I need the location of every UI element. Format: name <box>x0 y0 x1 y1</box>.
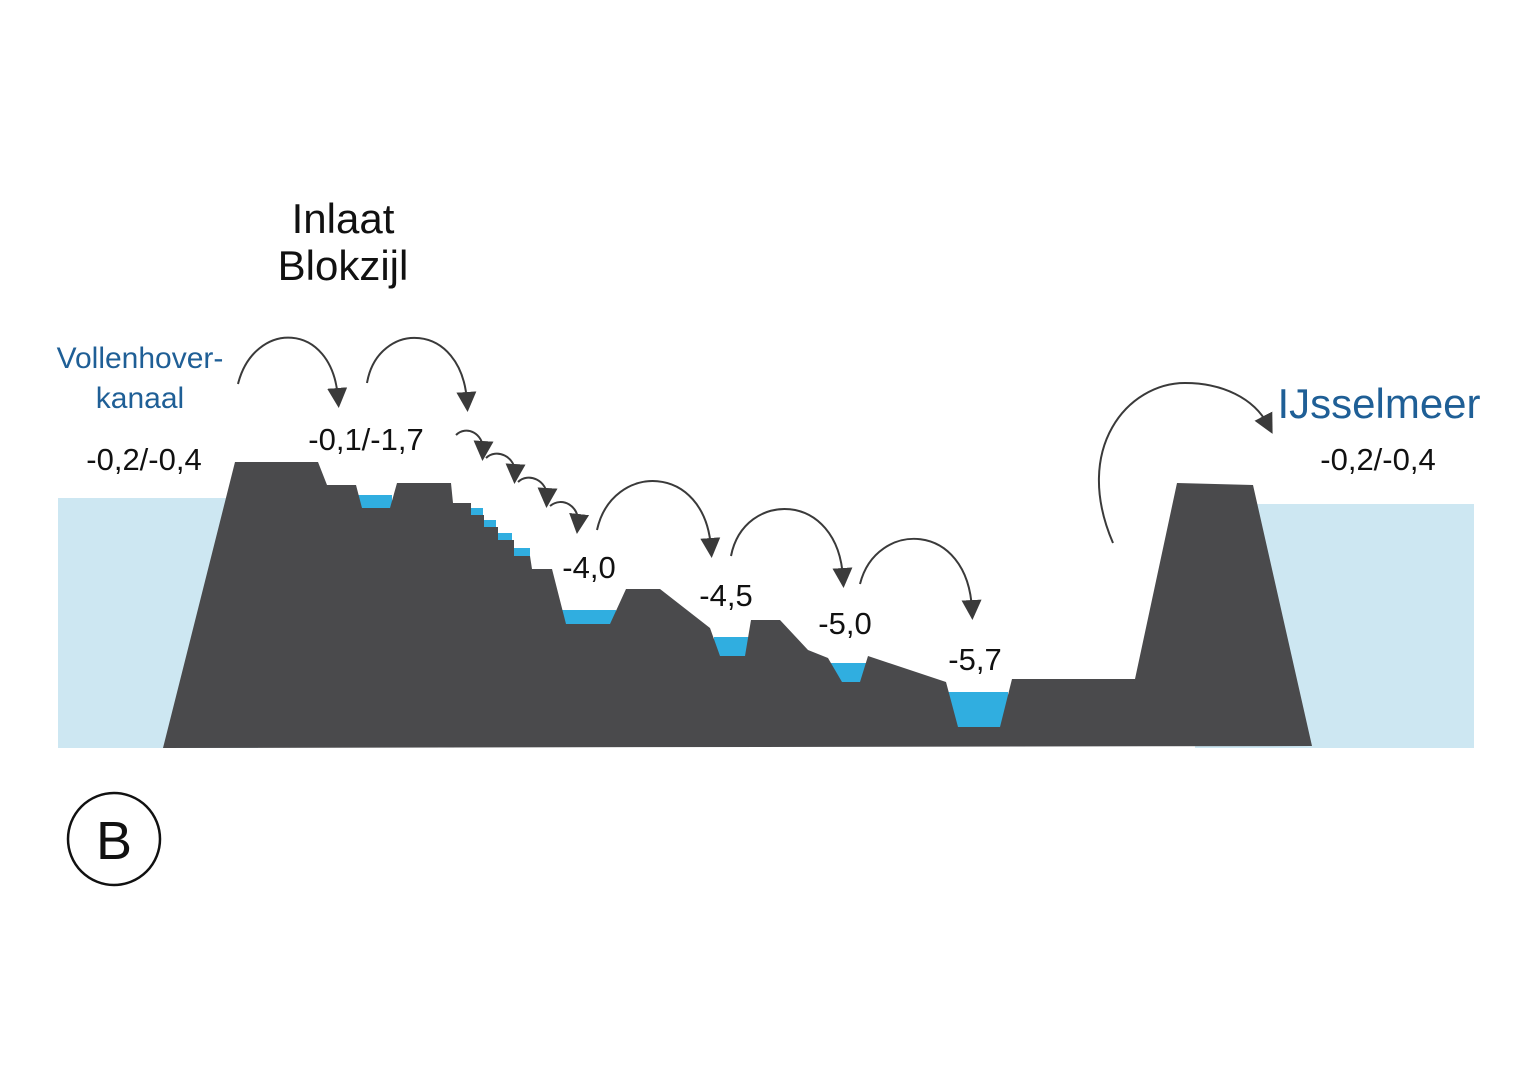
source-water-name-line-1: Vollenhover- <box>57 342 224 375</box>
arrow-step-3 <box>517 476 558 508</box>
polder-level-2: -4,0 <box>562 550 615 585</box>
arrow-step-2 <box>485 452 526 484</box>
arrow-inlet-2 <box>366 337 477 412</box>
polder-level-1: -0,1/-1,7 <box>308 422 423 457</box>
canal-water-3 <box>714 637 750 656</box>
canal-step-water-3 <box>498 533 512 540</box>
panel-label-circle <box>66 791 162 887</box>
polder-level-5: -5,7 <box>948 642 1001 677</box>
land-cross-section <box>163 462 1312 748</box>
polder-level-3: -4,5 <box>699 578 752 613</box>
arrow-polder-3 <box>859 537 982 620</box>
panel-label: B <box>96 811 132 871</box>
arrow-pump-ijsselmeer <box>1097 381 1273 544</box>
target-water-level: -0,2/-0,4 <box>1320 442 1435 477</box>
target-water-name: IJsselmeer <box>1277 380 1480 427</box>
source-water-level: -0,2/-0,4 <box>86 442 201 477</box>
source-water-name-line-2: kanaal <box>96 382 184 415</box>
canal-water-1 <box>358 495 392 508</box>
canal-step-water-1 <box>471 508 483 515</box>
arrow-step-1 <box>455 429 494 461</box>
arrow-polder-1 <box>596 480 721 558</box>
arrow-inlet-1 <box>237 336 348 408</box>
canal-step-water-4 <box>514 548 530 556</box>
canal-water-2 <box>560 610 616 624</box>
canal-step-water-2 <box>484 520 496 527</box>
title-line-1: Inlaat <box>292 195 395 242</box>
transfer-arrows <box>237 336 1273 620</box>
polder-level-4: -5,0 <box>818 606 871 641</box>
arrow-polder-2 <box>730 508 853 588</box>
arrow-step-4 <box>549 501 590 534</box>
title-line-2: Blokzijl <box>278 242 409 289</box>
